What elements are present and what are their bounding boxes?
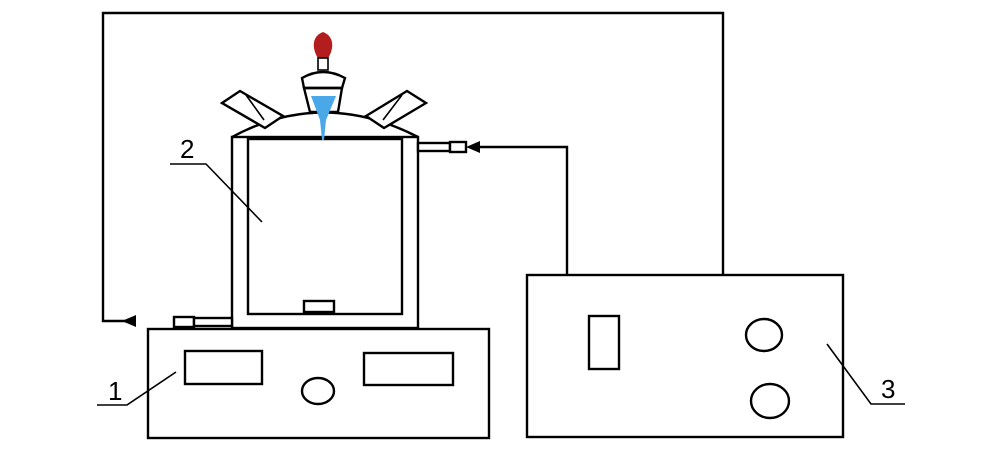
controller-body: [525, 273, 845, 439]
funnel-stopper: [313, 32, 333, 60]
arrow-left: [122, 315, 136, 327]
controller-knob-bottom: [749, 382, 791, 420]
stirrer-display-right: [362, 351, 455, 387]
jacket-outlet-pipe: [172, 315, 234, 329]
label-2-group: 2: [170, 134, 263, 223]
magnetic-stirrer: [146, 327, 491, 440]
label-1-group: 1: [97, 371, 177, 406]
label-controller: 3: [881, 374, 895, 404]
label-stirrer: 1: [108, 376, 122, 406]
funnel-liquid: [311, 96, 336, 140]
side-neck-right: [363, 89, 429, 130]
controller-knob-top: [744, 317, 784, 353]
jacketed-reactor: [172, 32, 468, 330]
temperature-controller: [525, 273, 845, 439]
label-reactor: 2: [180, 134, 194, 164]
jacket-inlet-pipe: [416, 140, 468, 154]
arrow-left-inlet: [466, 141, 480, 153]
label-3-group: 3: [826, 343, 905, 405]
side-neck-left: [219, 89, 286, 130]
reactor-inner-vessel: [246, 137, 404, 316]
stir-bar: [302, 299, 336, 314]
dropping-funnel: [300, 32, 347, 140]
stirrer-display-left: [183, 349, 264, 386]
inner-circulation-line: [466, 141, 569, 275]
stirrer-knob: [300, 376, 336, 406]
outer-circulation-line: [101, 11, 725, 327]
controller-display: [587, 314, 621, 371]
